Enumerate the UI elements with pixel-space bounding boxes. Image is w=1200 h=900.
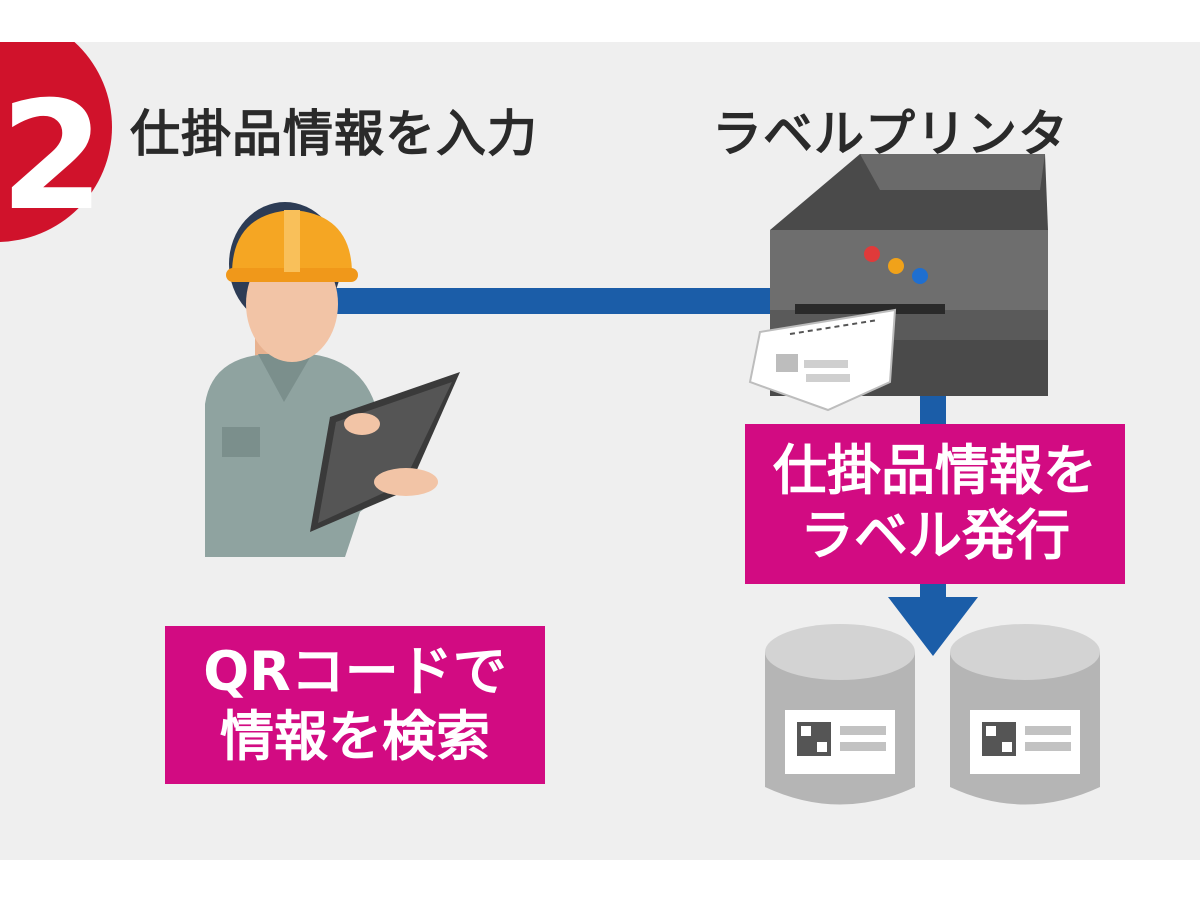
heading-printer: ラベルプリンタ: [712, 105, 1069, 163]
callout-label-issue-line1: 仕掛品情報を: [773, 439, 1097, 503]
arrow-down-icon: [888, 597, 978, 656]
heading-input: 仕掛品情報を入力: [130, 105, 538, 163]
callout-qr-search-line1: QRコードで: [203, 640, 507, 704]
step-number: 2: [0, 70, 105, 244]
diagram-art: [205, 154, 1100, 805]
printed-label-icon: [748, 308, 897, 412]
diagram-panel: 2 仕掛品情報を入力 ラベルプリンタ: [0, 42, 1200, 860]
database-icon: [765, 624, 915, 805]
callout-qr-search: QRコードで 情報を検索: [165, 626, 545, 784]
callout-label-issue: 仕掛品情報を ラベル発行: [745, 424, 1125, 584]
tablet-icon: [310, 372, 460, 532]
callout-label-issue-line2: ラベル発行: [800, 504, 1070, 567]
connector-line: [300, 288, 780, 314]
callout-qr-search-line2: 情報を検索: [220, 705, 490, 768]
database-icon: [950, 624, 1100, 805]
